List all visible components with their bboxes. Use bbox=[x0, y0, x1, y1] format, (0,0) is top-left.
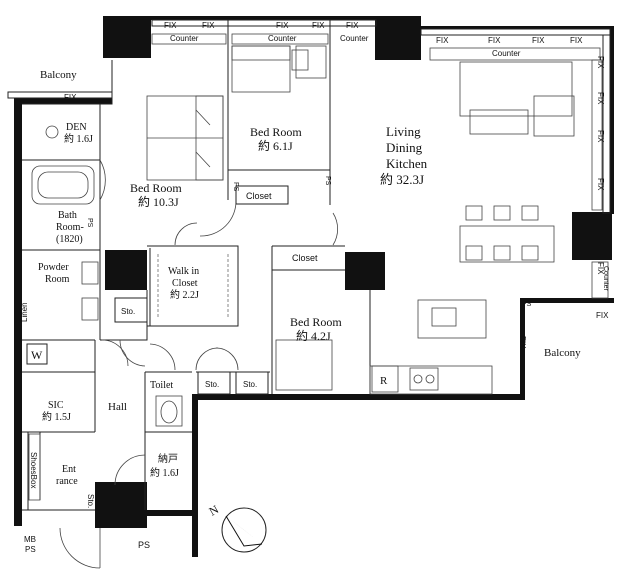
counter-label: Counter bbox=[268, 34, 297, 43]
fix-label: FIX bbox=[488, 36, 501, 45]
ldk-label-2: Dining bbox=[386, 140, 423, 155]
sto3-box bbox=[235, 371, 269, 395]
walkin-label-1: Walk in bbox=[168, 266, 199, 277]
sto2-label: Sto. bbox=[205, 380, 219, 389]
fix-label: FIX bbox=[570, 36, 583, 45]
fix-label: FIX bbox=[64, 93, 77, 102]
counter-label: Counter bbox=[170, 34, 199, 43]
furniture bbox=[28, 45, 575, 501]
den-label: DEN bbox=[66, 122, 87, 133]
fix-label: FIX bbox=[276, 21, 289, 30]
bed3-area: 約 4.2J bbox=[296, 328, 331, 343]
ldk-label-3: Kitchen bbox=[386, 156, 428, 171]
hall-label: Hall bbox=[108, 401, 127, 413]
fix-label: FIX bbox=[596, 178, 605, 191]
bath-size-label: (1820) bbox=[56, 234, 83, 245]
entrance-label-2: rance bbox=[56, 476, 78, 487]
sto1-label: Sto. bbox=[121, 307, 135, 316]
washer-box bbox=[26, 343, 48, 365]
powder-room-label: Room bbox=[45, 274, 70, 285]
closet-bed2-box bbox=[235, 185, 289, 205]
ps-label: PS bbox=[138, 540, 150, 550]
washer-label: W bbox=[31, 348, 43, 362]
bed-main-label: Bed Room bbox=[130, 181, 182, 195]
ldk-label-1: Living bbox=[386, 124, 421, 139]
bed3-label: Bed Room bbox=[290, 315, 342, 329]
fix-label: FIX bbox=[436, 36, 449, 45]
bath-room-label: Room- bbox=[56, 222, 84, 233]
balcony-right-label: Balcony bbox=[544, 347, 581, 359]
compass: N bbox=[207, 502, 267, 553]
powder-label: Powder bbox=[38, 262, 69, 273]
sto2-box bbox=[197, 371, 231, 395]
room-labels: Balcony DEN 約 1.6J Bath Room- (1820) Pow… bbox=[20, 69, 581, 554]
counters bbox=[151, 33, 609, 299]
counter-label: Counter bbox=[492, 49, 521, 58]
nando-label: 納戸 bbox=[158, 452, 178, 465]
structural-columns bbox=[95, 16, 612, 528]
ps-small-label: PS bbox=[324, 176, 331, 186]
walkin-label-2: Closet bbox=[172, 278, 198, 289]
sto3-label: Sto. bbox=[243, 380, 257, 389]
fix-label: FIX bbox=[532, 36, 545, 45]
sic-area: 約 1.5J bbox=[42, 410, 71, 423]
walkin-area: 約 2.2J bbox=[170, 288, 199, 301]
toilet-label: Toilet bbox=[150, 380, 173, 391]
bed2-area: 約 6.1J bbox=[258, 138, 293, 153]
bed-main-area: 約 10.3J bbox=[138, 194, 179, 209]
window-labels: FIX FIX FIX FIX FIX Counter Counter Coun… bbox=[64, 21, 609, 349]
counter-label: Counter bbox=[602, 266, 609, 292]
den-area: 約 1.6J bbox=[64, 132, 93, 145]
fix-label: FIX bbox=[596, 311, 609, 320]
fix-label: FIX bbox=[346, 21, 359, 30]
sto1-box bbox=[114, 297, 148, 323]
sic-label: SIC bbox=[48, 400, 64, 411]
ldk-area: 約 32.3J bbox=[380, 172, 424, 187]
fix-label: FIX bbox=[596, 262, 605, 275]
bath-label: Bath bbox=[58, 210, 77, 221]
sto-entrance-label: Sto. bbox=[86, 494, 95, 508]
mb-label-1: MB bbox=[24, 535, 36, 544]
exterior-walls bbox=[14, 16, 614, 557]
fridge-label: R bbox=[380, 375, 388, 387]
fix-label: FIX bbox=[596, 92, 605, 105]
closet-bed2-label: Closet bbox=[246, 191, 272, 201]
compass-north-label: N bbox=[207, 502, 222, 519]
fix-label: FIX bbox=[518, 336, 527, 349]
shoesbox-label: ShoesBox bbox=[29, 452, 38, 488]
fix-label: FIX bbox=[596, 56, 605, 69]
ps-small-label: PS bbox=[86, 218, 93, 228]
nando-area: 約 1.6J bbox=[150, 466, 179, 479]
mb-label-2: PS bbox=[25, 545, 36, 554]
ps-small-label: PS bbox=[232, 182, 239, 192]
entrance-label-1: Ent bbox=[62, 464, 76, 475]
window-strips bbox=[7, 19, 611, 214]
fix-label: FIX bbox=[596, 130, 605, 143]
bed2-label: Bed Room bbox=[250, 125, 302, 139]
balcony-left-label: Balcony bbox=[40, 69, 77, 81]
counter-label: Counter bbox=[340, 34, 369, 43]
fix-label: FIX bbox=[202, 21, 215, 30]
interior-walls bbox=[22, 20, 371, 511]
fix-label: FIX bbox=[312, 21, 325, 30]
closet-bed3-label: Closet bbox=[292, 253, 318, 263]
linen-label: Linen bbox=[20, 302, 29, 322]
ps-small-label: PS bbox=[522, 301, 532, 308]
fix-label: FIX bbox=[164, 21, 177, 30]
door-swings bbox=[59, 159, 339, 569]
